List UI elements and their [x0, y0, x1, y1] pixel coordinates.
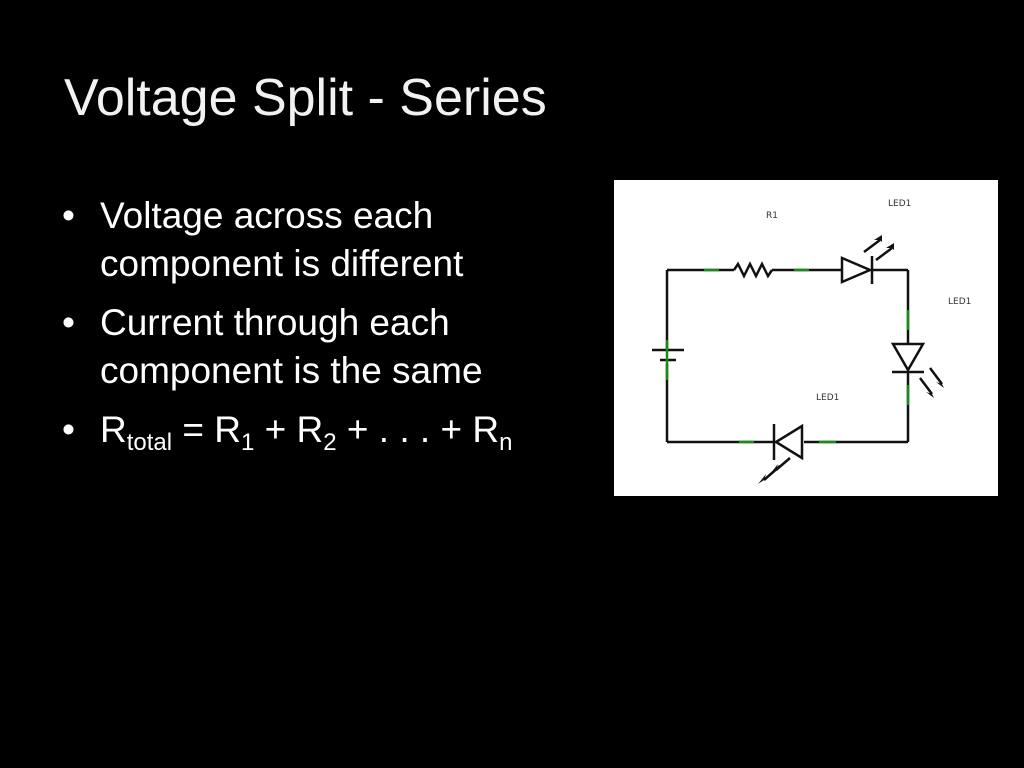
formula-text: R [100, 409, 127, 450]
bullet-formula: • Rtotal = R1 + R2 + . . . + Rn [62, 406, 622, 456]
bullet-dot-icon: • [62, 409, 75, 450]
formula-subscript: 1 [241, 429, 255, 456]
slide-title: Voltage Split - Series [64, 69, 547, 127]
bullet-text-line: component is the same [100, 350, 483, 391]
formula-text: = R [172, 409, 241, 450]
formula-rtotal: Rtotal = R1 + R2 + . . . + Rn [100, 406, 622, 456]
formula-subscript: 2 [323, 429, 337, 456]
bullet-dot-icon: • [62, 195, 75, 236]
series-circuit-diagram: R1 LED1 LED1 LED1 [614, 180, 998, 496]
label-led-right: LED1 [948, 297, 971, 307]
formula-subscript: n [499, 429, 513, 456]
bullet-voltage: • Voltage across each component is diffe… [62, 192, 622, 288]
bullet-current: • Current through each component is the … [62, 299, 622, 395]
circuit-schematic: R1 LED1 LED1 LED1 [652, 199, 971, 484]
formula-text: + . . . + R [336, 409, 500, 450]
bullet-text-line: Voltage across each [100, 195, 434, 236]
bullet-dot-icon: • [62, 302, 75, 343]
bullet-text-line: Current through each [100, 302, 450, 343]
bullet-text-line: component is different [100, 243, 464, 284]
bullet-list: • Voltage across each component is diffe… [62, 192, 622, 465]
label-r1: R1 [766, 211, 778, 221]
label-led-top: LED1 [888, 199, 911, 209]
formula-subscript: total [126, 429, 173, 456]
formula-text: + R [254, 409, 324, 450]
label-led-bottom: LED1 [816, 393, 839, 403]
